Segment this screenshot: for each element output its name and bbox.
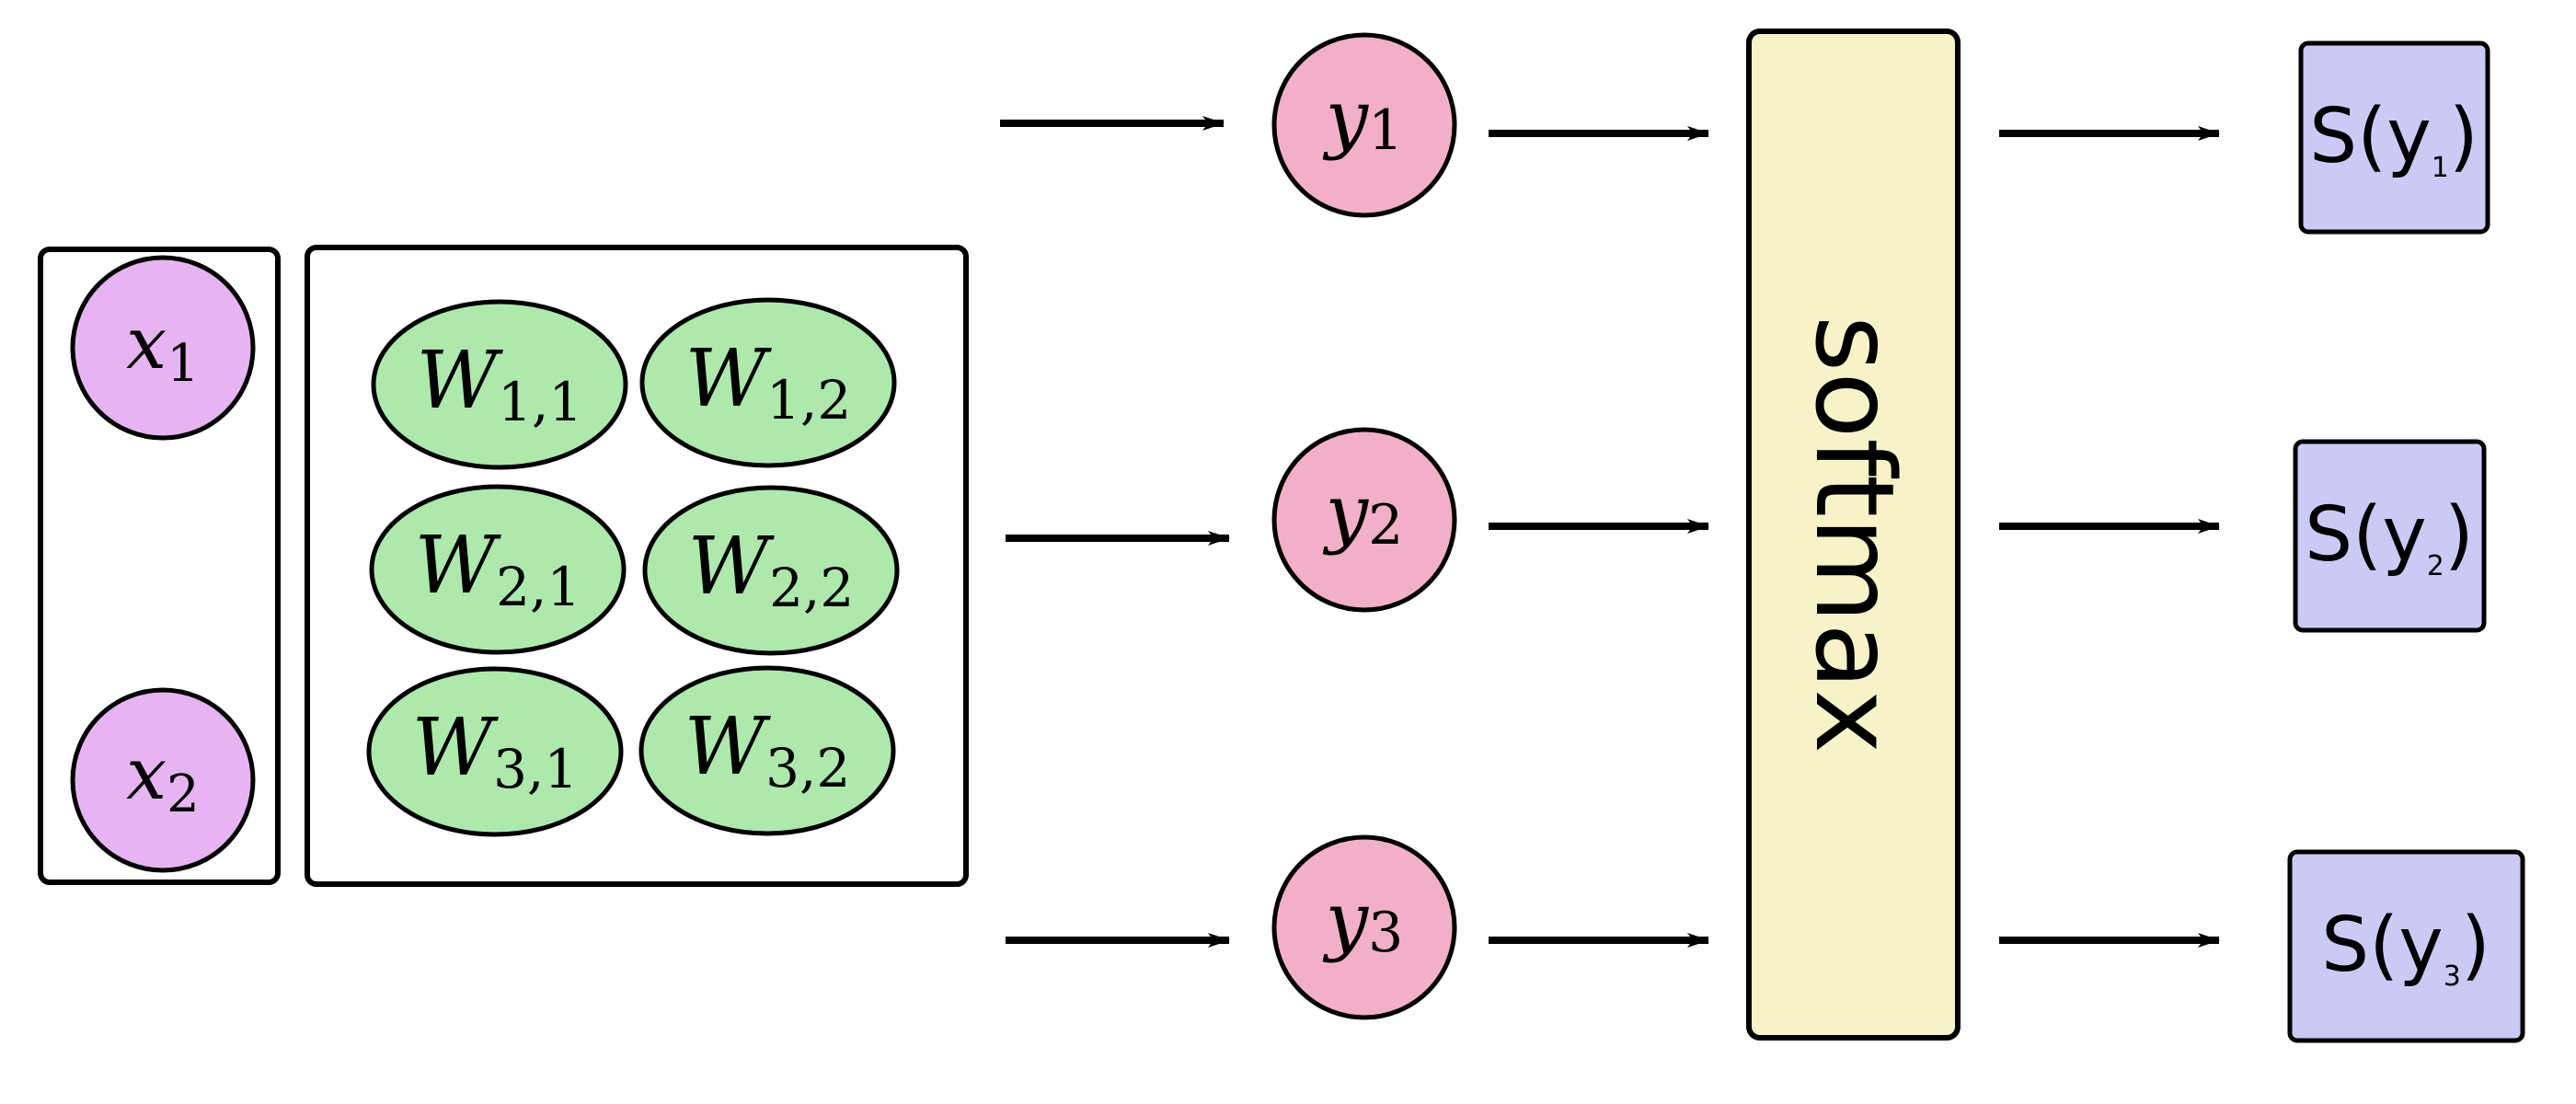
input-node-x2-label: x2 (126, 733, 200, 824)
output-box-s3-label: S(y3) (2321, 902, 2490, 993)
weight-node-w32: W3,2 (638, 665, 896, 836)
logit-node-y2: y2 (1271, 427, 1457, 613)
input-node-x1: x1 (70, 255, 256, 441)
weight-node-w32-label: W3,2 (684, 701, 851, 799)
weight-node-w11: W1,1 (371, 299, 628, 470)
input-node-x2: x2 (70, 687, 256, 873)
logit-node-y1: y1 (1271, 32, 1457, 218)
logit-node-y3-label: y3 (1322, 877, 1404, 965)
logit-node-y2-label: y2 (1322, 469, 1404, 558)
logit-node-y1-label: y1 (1322, 75, 1404, 163)
output-box-s3: S(y3) (2287, 849, 2525, 1043)
weight-node-w21: W2,1 (369, 484, 627, 655)
output-box-s2-label: S(y2) (2305, 491, 2474, 582)
weight-node-w22-label: W2,2 (688, 521, 855, 619)
weight-node-w12: W1,2 (639, 297, 897, 468)
softmax-box (1746, 29, 1961, 1041)
softmax-label: softmax (1791, 316, 1918, 754)
output-box-s1-label: S(y1) (2309, 93, 2478, 184)
weight-node-w31-label: W3,1 (412, 702, 579, 800)
output-box-s2: S(y2) (2293, 439, 2487, 633)
weight-node-w12-label: W1,2 (685, 333, 852, 431)
weight-node-w11-label: W1,1 (417, 335, 583, 433)
weight-node-w31: W3,1 (366, 666, 624, 837)
logit-node-y3: y3 (1271, 834, 1457, 1020)
weight-node-w21-label: W2,1 (415, 520, 581, 618)
weight-node-w22: W2,2 (642, 485, 900, 656)
output-box-s1: S(y1) (2298, 40, 2490, 235)
input-node-x1-label: x1 (126, 303, 200, 394)
